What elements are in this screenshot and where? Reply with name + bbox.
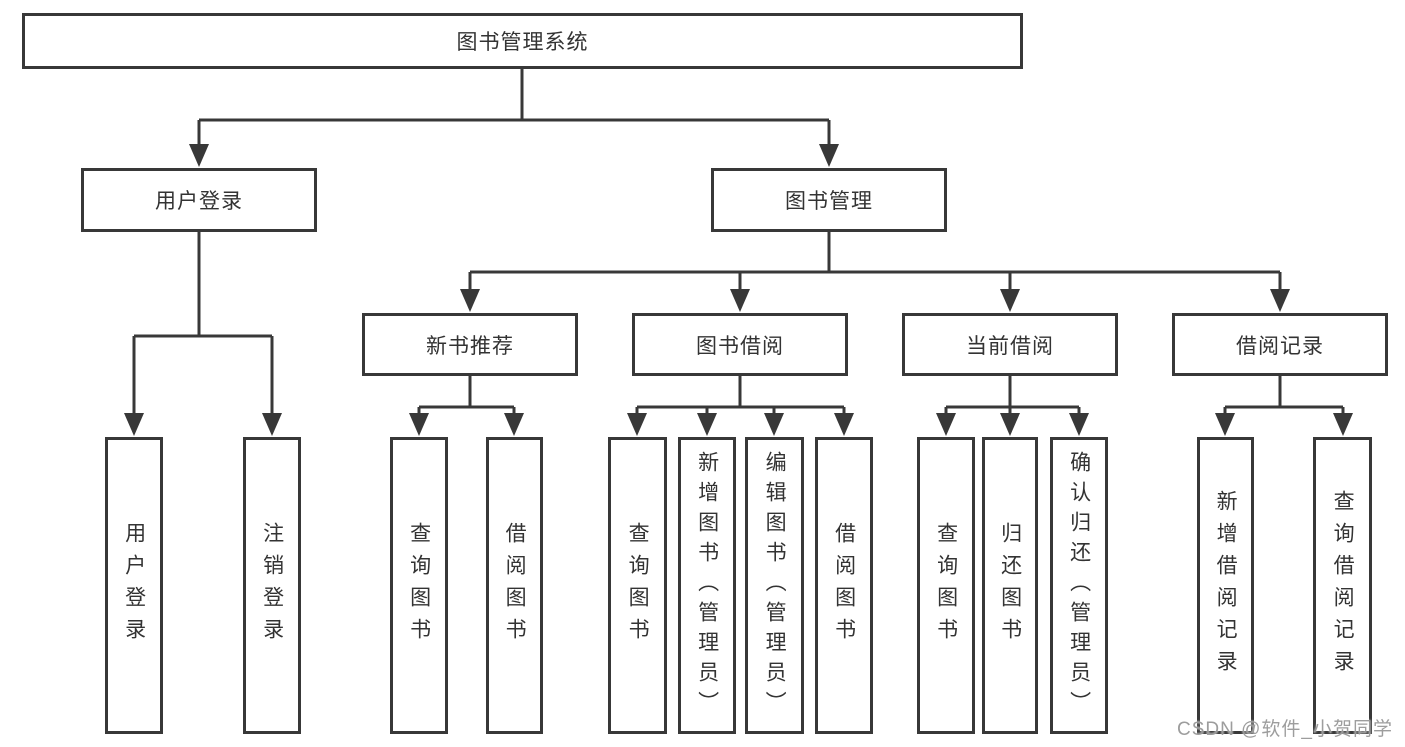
node-user-login: 用户登录: [81, 168, 317, 232]
node-book-management: 图书管理: [711, 168, 947, 232]
leaf-edit-book-admin: 编辑图书（管理员）: [745, 437, 804, 734]
node-library-system-label: 图书管理系统: [456, 31, 589, 54]
leaf-borrow-books-recommend: 借阅图书: [486, 437, 543, 734]
connector-new-book: [417, 376, 516, 418]
leaf-add-book-admin: 新增图书（管理员）: [678, 437, 736, 734]
node-library-system: 图书管理系统: [22, 13, 1023, 69]
node-current-borrowing-label: 当前借阅: [966, 334, 1054, 358]
leaf-borrow-books-recommend-label: 借阅图书: [503, 521, 527, 650]
leaf-logout-label: 注销登录: [260, 521, 284, 650]
connector-borrowing-records: [1223, 376, 1345, 418]
node-borrowing-records-label: 借阅记录: [1236, 334, 1324, 358]
node-current-borrowing: 当前借阅: [902, 313, 1118, 376]
node-book-management-label: 图书管理: [785, 190, 873, 213]
leaf-query-books-borrowing-label: 查询图书: [626, 521, 650, 650]
connector-user-login: [132, 232, 274, 418]
leaf-query-borrow-record: 查询借阅记录: [1313, 437, 1372, 734]
leaf-confirm-return-admin: 确认归还（管理员）: [1050, 437, 1108, 734]
leaf-user-login: 用户登录: [105, 437, 163, 734]
node-borrowing-records: 借阅记录: [1172, 313, 1388, 376]
leaf-confirm-return-admin-label: 确认归还（管理员）: [1067, 450, 1091, 721]
leaf-return-books-label: 归还图书: [998, 521, 1022, 650]
node-book-borrowing: 图书借阅: [632, 313, 848, 376]
connector-book-borrowing: [635, 376, 846, 418]
watermark: CSDN @软件_小贺同学: [1177, 719, 1393, 740]
leaf-add-book-admin-label: 新增图书（管理员）: [695, 450, 719, 721]
leaf-add-borrow-record: 新增借阅记录: [1197, 437, 1254, 734]
leaf-query-books-current: 查询图书: [917, 437, 975, 734]
leaf-query-books-borrowing: 查询图书: [608, 437, 667, 734]
leaf-add-borrow-record-label: 新增借阅记录: [1214, 489, 1238, 682]
leaf-return-books: 归还图书: [982, 437, 1038, 734]
leaf-user-login-label: 用户登录: [122, 521, 146, 650]
leaf-borrow-books-borrowing-label: 借阅图书: [832, 521, 856, 650]
node-new-book-recommendation: 新书推荐: [362, 313, 578, 376]
leaf-logout: 注销登录: [243, 437, 301, 734]
leaf-query-books-recommend: 查询图书: [390, 437, 448, 734]
leaf-query-borrow-record-label: 查询借阅记录: [1331, 489, 1355, 682]
node-book-borrowing-label: 图书借阅: [696, 334, 784, 358]
leaf-borrow-books-borrowing: 借阅图书: [815, 437, 873, 734]
connector-root: [197, 69, 831, 150]
leaf-edit-book-admin-label: 编辑图书（管理员）: [763, 450, 787, 721]
node-new-book-recommendation-label: 新书推荐: [426, 334, 514, 358]
leaf-query-books-current-label: 查询图书: [934, 521, 958, 650]
node-user-login-label: 用户登录: [155, 190, 243, 213]
connector-book-management: [468, 232, 1282, 294]
connector-current-borrowing: [944, 376, 1081, 418]
leaf-query-books-recommend-label: 查询图书: [407, 521, 431, 650]
